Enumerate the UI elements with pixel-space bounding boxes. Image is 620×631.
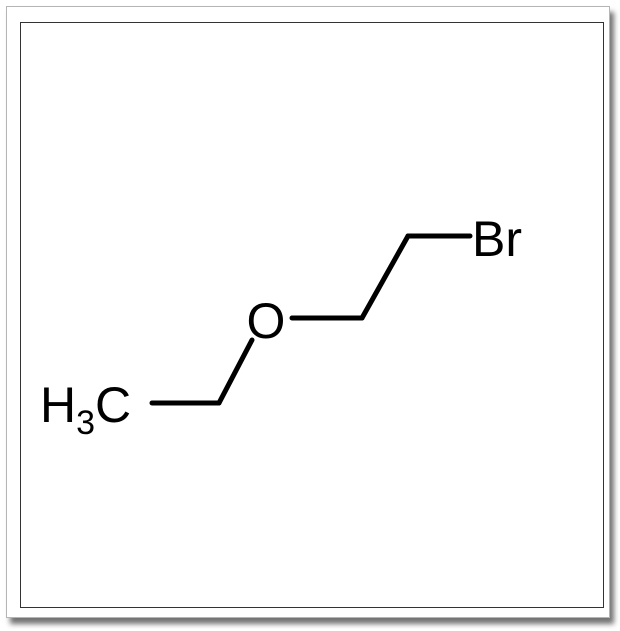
bond-ch2-ch2 bbox=[359, 233, 411, 321]
bromine-label: Br bbox=[472, 211, 522, 267]
methyl-c: C bbox=[95, 377, 131, 433]
methyl-label: H3C bbox=[40, 377, 131, 442]
methyl-h: H bbox=[40, 377, 76, 433]
bond-ch2-o bbox=[216, 337, 255, 406]
inner-frame bbox=[20, 22, 604, 608]
oxygen-label: O bbox=[247, 293, 286, 349]
methyl-subscript: 3 bbox=[76, 404, 95, 442]
